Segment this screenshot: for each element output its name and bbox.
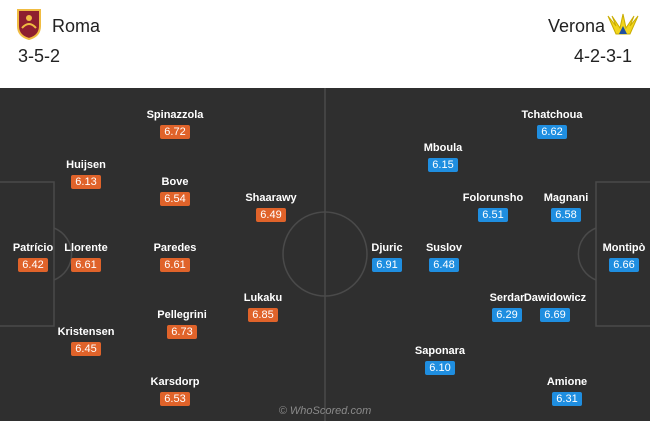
- player-name: Mboula: [423, 142, 463, 154]
- player-name: Serdar: [489, 292, 525, 304]
- player-name: Llorente: [64, 242, 108, 254]
- player-rating: 6.61: [71, 258, 101, 272]
- player-rating: 6.15: [428, 158, 458, 172]
- player-name: Tchatchoua: [521, 109, 583, 121]
- home-player-cb-left[interactable]: Huijsen 6.13: [41, 159, 131, 190]
- home-team-name: Roma: [52, 16, 101, 36]
- player-rating: 6.48: [429, 258, 459, 272]
- home-player-st-right[interactable]: Lukaku 6.85: [218, 292, 308, 323]
- player-rating: 6.85: [248, 308, 278, 322]
- player-rating: 6.53: [160, 392, 190, 406]
- away-player-lb[interactable]: Amione 6.31: [522, 376, 612, 407]
- home-player-rwb[interactable]: Karsdorp 6.53: [130, 376, 220, 407]
- away-player-rb[interactable]: Tchatchoua 6.62: [507, 109, 597, 140]
- home-player-cm-right[interactable]: Pellegrini 6.73: [137, 309, 227, 340]
- player-rating: 6.29: [492, 308, 522, 322]
- home-player-cb-right[interactable]: Kristensen 6.45: [41, 326, 131, 357]
- player-rating: 6.72: [160, 125, 190, 139]
- player-name: Patrício: [12, 242, 54, 254]
- player-rating: 6.31: [552, 392, 582, 406]
- player-rating: 6.54: [160, 192, 190, 206]
- pitch-markings: [0, 88, 650, 421]
- player-name: Saponara: [414, 345, 466, 357]
- roma-crest-icon: [17, 9, 41, 40]
- home-player-cm-left[interactable]: Bove 6.54: [130, 176, 220, 207]
- player-rating: 6.91: [372, 258, 402, 272]
- home-player-gk[interactable]: Patrício 6.42: [0, 242, 78, 273]
- away-player-cb-left[interactable]: Dawidowicz 6.69: [510, 292, 600, 323]
- player-name: Karsdorp: [150, 376, 200, 388]
- away-player-gk[interactable]: Montipò 6.66: [579, 242, 650, 273]
- player-name: Montipò: [602, 242, 646, 254]
- player-name: Bove: [161, 176, 189, 188]
- away-team-name: Verona: [548, 16, 606, 36]
- player-name: Pellegrini: [157, 309, 207, 321]
- away-player-am-left[interactable]: Saponara 6.10: [395, 345, 485, 376]
- player-rating: 6.42: [18, 258, 48, 272]
- match-header: Roma 3-5-2 Verona 4-2-3-1: [0, 0, 650, 88]
- home-player-dm[interactable]: Paredes 6.61: [130, 242, 220, 273]
- pitch: Patrício 6.42 Huijsen 6.13 Llorente 6.61…: [0, 88, 650, 421]
- player-name: Folorunsho: [462, 192, 524, 204]
- player-rating: 6.73: [167, 325, 197, 339]
- player-rating: 6.13: [71, 175, 101, 189]
- player-name: Shaarawy: [245, 192, 297, 204]
- player-rating: 6.62: [537, 125, 567, 139]
- player-name: Spinazzola: [146, 109, 204, 121]
- watermark: © WhoScored.com: [278, 405, 372, 417]
- player-name: Suslov: [425, 242, 463, 254]
- player-rating: 6.45: [71, 342, 101, 356]
- player-rating: 6.51: [478, 208, 508, 222]
- player-rating: 6.49: [256, 208, 286, 222]
- home-formation: 3-5-2: [18, 46, 61, 66]
- player-rating: 6.10: [425, 361, 455, 375]
- player-name: Amione: [546, 376, 588, 388]
- away-player-dm-left[interactable]: Serdar 6.29: [462, 292, 552, 323]
- player-rating: 6.66: [609, 258, 639, 272]
- home-player-cb-center[interactable]: Llorente 6.61: [41, 242, 131, 273]
- home-player-st-left[interactable]: Shaarawy 6.49: [226, 192, 316, 223]
- away-player-st[interactable]: Djuric 6.91: [342, 242, 432, 273]
- player-name: Dawidowicz: [523, 292, 587, 304]
- away-player-dm-right[interactable]: Folorunsho 6.51: [448, 192, 538, 223]
- player-name: Kristensen: [57, 326, 115, 338]
- player-name: Huijsen: [66, 159, 106, 171]
- away-player-am-right[interactable]: Mboula 6.15: [398, 142, 488, 173]
- player-name: Djuric: [371, 242, 403, 254]
- verona-crest-icon: [607, 13, 639, 35]
- home-player-lwb[interactable]: Spinazzola 6.72: [130, 109, 220, 140]
- player-rating: 6.58: [551, 208, 581, 222]
- away-player-cb-right[interactable]: Magnani 6.58: [521, 192, 611, 223]
- player-rating: 6.69: [540, 308, 570, 322]
- player-name: Lukaku: [243, 292, 283, 304]
- away-player-am-center[interactable]: Suslov 6.48: [399, 242, 489, 273]
- player-name: Paredes: [153, 242, 197, 254]
- player-name: Magnani: [543, 192, 589, 204]
- player-rating: 6.61: [160, 258, 190, 272]
- away-formation: 4-2-3-1: [574, 46, 633, 66]
